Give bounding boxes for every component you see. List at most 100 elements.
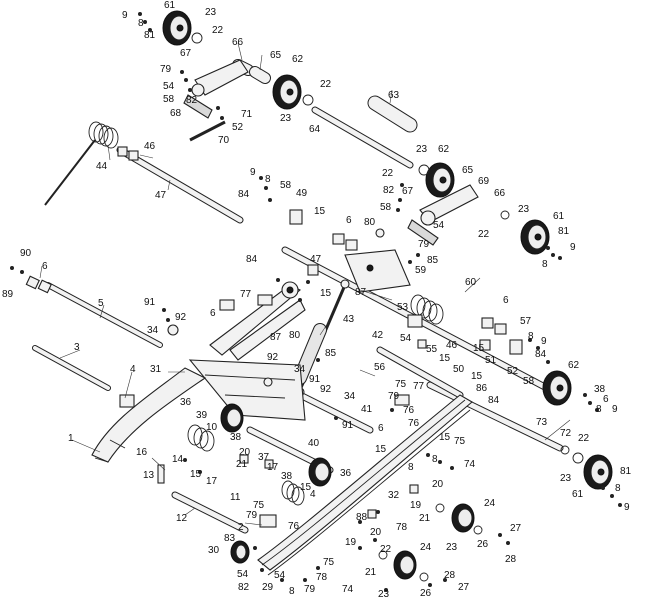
callout-22: 22	[212, 25, 224, 36]
callout-8b: 8	[265, 174, 271, 185]
callout-22f: 22	[380, 544, 392, 555]
callout-8f: 8	[615, 483, 621, 494]
callout-87b: 87	[270, 332, 282, 343]
callout-8h: 8	[408, 462, 414, 473]
bushing-46	[117, 146, 139, 161]
callout-84: 84	[238, 189, 250, 200]
callout-6: 6	[346, 215, 352, 226]
callout-19: 19	[345, 537, 357, 548]
callout-75d: 75	[454, 436, 466, 447]
callout-28: 28	[505, 554, 517, 565]
callout-15e: 15	[471, 371, 483, 382]
callout-6e: 6	[378, 423, 384, 434]
callout-50: 50	[453, 364, 465, 375]
callout-8c: 8	[542, 259, 548, 270]
callout-38b: 38	[230, 432, 242, 443]
callout-75c: 75	[323, 557, 335, 568]
callout-20: 20	[239, 447, 251, 458]
callout-74b: 74	[464, 459, 476, 470]
callout-3: 3	[74, 342, 80, 353]
callout-8i: 8	[432, 454, 438, 465]
callout-61b: 61	[553, 211, 565, 222]
spring-53	[410, 294, 444, 325]
arm-67-top-left	[183, 59, 249, 119]
callout-6b: 6	[42, 261, 48, 272]
callout-12: 12	[176, 513, 188, 524]
callout-17b: 17	[267, 462, 279, 473]
callout-46: 46	[144, 141, 156, 152]
callout-24: 24	[420, 542, 432, 553]
callout-32: 32	[388, 490, 400, 501]
callout-7: 6	[603, 394, 609, 405]
callout-71: 71	[241, 109, 253, 120]
callout-23: 23	[205, 7, 217, 18]
callout-81b: 81	[558, 226, 570, 237]
callout-54e: 54	[274, 570, 286, 581]
callout-5: 5	[98, 298, 104, 309]
callout-9e: 9	[612, 404, 618, 415]
callout-6d: 6	[503, 295, 509, 306]
callout-58: 58	[163, 94, 175, 105]
callout-49: 49	[296, 188, 308, 199]
callout-23c: 23	[416, 144, 428, 155]
shaft-12	[171, 491, 249, 534]
callout-61c: 61	[572, 489, 584, 500]
callout-54b: 54	[433, 220, 445, 231]
callout-13: 13	[143, 470, 155, 481]
wheel-38-left	[220, 403, 244, 433]
callout-54: 54	[163, 81, 175, 92]
callout-27b: 27	[458, 582, 470, 593]
callout-26b: 26	[420, 588, 432, 599]
callout-85: 85	[427, 255, 439, 266]
spring-10	[187, 424, 215, 452]
bushings-6-center	[332, 233, 358, 251]
callout-84c: 84	[535, 349, 547, 360]
callout-84d: 84	[488, 395, 500, 406]
callout-21b: 21	[365, 567, 377, 578]
callout-36: 36	[180, 397, 192, 408]
callout-44: 44	[96, 161, 108, 172]
callout-67: 67	[180, 48, 192, 59]
callout-23f: 23	[378, 589, 390, 600]
callout-80b: 80	[289, 330, 301, 341]
callout-57: 57	[520, 316, 532, 327]
wheel-62-top	[272, 74, 302, 110]
wheel-30	[230, 540, 250, 564]
bushings-6-left	[25, 275, 52, 294]
callout-9f: 9	[624, 502, 630, 513]
callout-82: 82	[186, 95, 198, 106]
arm-69-right	[407, 184, 479, 246]
callout-15d: 15	[473, 343, 485, 354]
right-rail-slide	[257, 394, 473, 576]
callout-22c: 22	[382, 168, 394, 179]
callout-82b: 82	[383, 185, 395, 196]
callout-91: 91	[144, 297, 156, 308]
callout-19b: 19	[410, 500, 422, 511]
callout-26: 26	[477, 539, 489, 550]
callout-79e: 79	[304, 584, 316, 595]
callout-81c: 81	[620, 466, 632, 477]
callout-22e: 22	[578, 433, 590, 444]
shaft-5	[45, 282, 163, 348]
callout-55: 55	[426, 344, 438, 355]
wheel-61-right	[520, 219, 550, 255]
callout-16: 16	[136, 447, 148, 458]
callout-79b: 79	[418, 239, 430, 250]
callout-78b: 78	[396, 522, 408, 533]
callout-20c: 20	[432, 479, 444, 490]
callout-43: 43	[343, 314, 355, 325]
pin-70	[189, 120, 226, 142]
callout-56: 56	[374, 362, 386, 373]
callout-88: 88	[356, 512, 368, 523]
callout-77b: 77	[413, 381, 425, 392]
sleeve-65	[249, 66, 271, 84]
callout-66: 66	[232, 37, 244, 48]
shaft-56	[376, 346, 464, 399]
callout-77: 77	[240, 289, 252, 300]
callout-46b: 46	[446, 340, 458, 351]
callout-15g: 15	[375, 444, 387, 455]
callout-70: 70	[218, 135, 230, 146]
shaft-73	[426, 381, 564, 452]
callout-22b: 22	[320, 79, 332, 90]
bolts	[10, 12, 622, 592]
